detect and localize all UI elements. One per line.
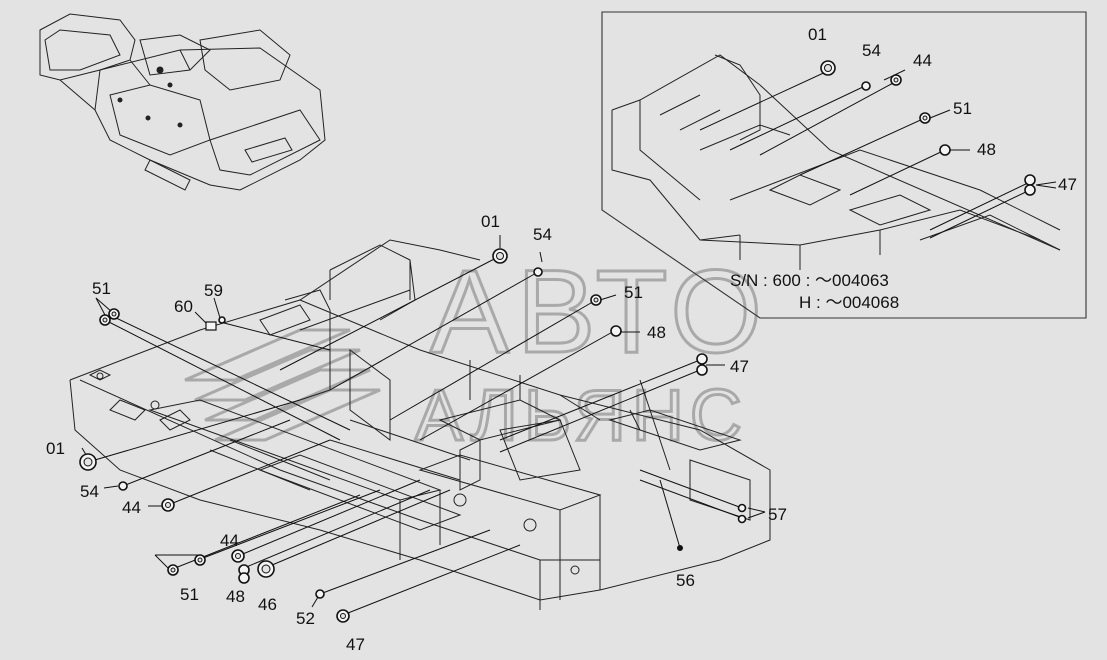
main-callouts: 51 59 60 01 54 44 01 54 51 48 47 57 56 4… — [46, 212, 787, 654]
excavator-thumbnail — [39, 13, 326, 191]
serial-number-note: S/N : 600 : ～004063 H : ～004068 — [730, 271, 899, 312]
callout-label: 56 — [676, 571, 695, 590]
callout-label: 54 — [80, 482, 99, 501]
callout-label: 01 — [481, 212, 500, 231]
serial-note-line1: S/N : 600 : ～004063 — [730, 271, 889, 290]
callout-label: 48 — [647, 323, 666, 342]
callout-label: 44 — [220, 531, 239, 550]
inset-callouts: 01 54 44 51 48 47 — [808, 25, 1077, 194]
callout-label: 59 — [204, 281, 223, 300]
watermark-line1: АВТО — [430, 246, 770, 378]
callout-label: 51 — [180, 585, 199, 604]
callout-label: 52 — [296, 609, 315, 628]
callout-label: 46 — [258, 595, 277, 614]
main-leader-lines — [81, 235, 766, 616]
watermark-emblem — [184, 328, 381, 442]
callout-label: 57 — [768, 505, 787, 524]
callout-label: 47 — [346, 635, 365, 654]
callout-label: 44 — [913, 51, 932, 70]
callout-label: 47 — [1058, 175, 1077, 194]
main-frame-drawing — [69, 239, 771, 610]
callout-label: 47 — [730, 357, 749, 376]
callout-label: 51 — [624, 283, 643, 302]
inset-box: 01 54 44 51 48 47 S/N : 600 : ～004063 H … — [601, 11, 1087, 319]
callout-label: 48 — [977, 140, 996, 159]
callout-label: 01 — [46, 439, 65, 458]
serial-note-line2: H : ～004068 — [799, 293, 899, 312]
callout-label: 01 — [808, 25, 827, 44]
callout-label: 51 — [92, 279, 111, 298]
callout-label: 54 — [533, 225, 552, 244]
callout-label: 54 — [862, 41, 881, 60]
main-parts — [79, 248, 747, 623]
callout-label: 60 — [174, 297, 193, 316]
watermark-line2: АЛЬЯНС — [415, 376, 748, 456]
callout-label: 44 — [122, 498, 141, 517]
callout-label: 51 — [953, 99, 972, 118]
watermark-logo: АВТО АЛЬЯНС — [184, 245, 770, 458]
inset-parts — [820, 60, 1036, 196]
callout-label: 48 — [226, 587, 245, 606]
